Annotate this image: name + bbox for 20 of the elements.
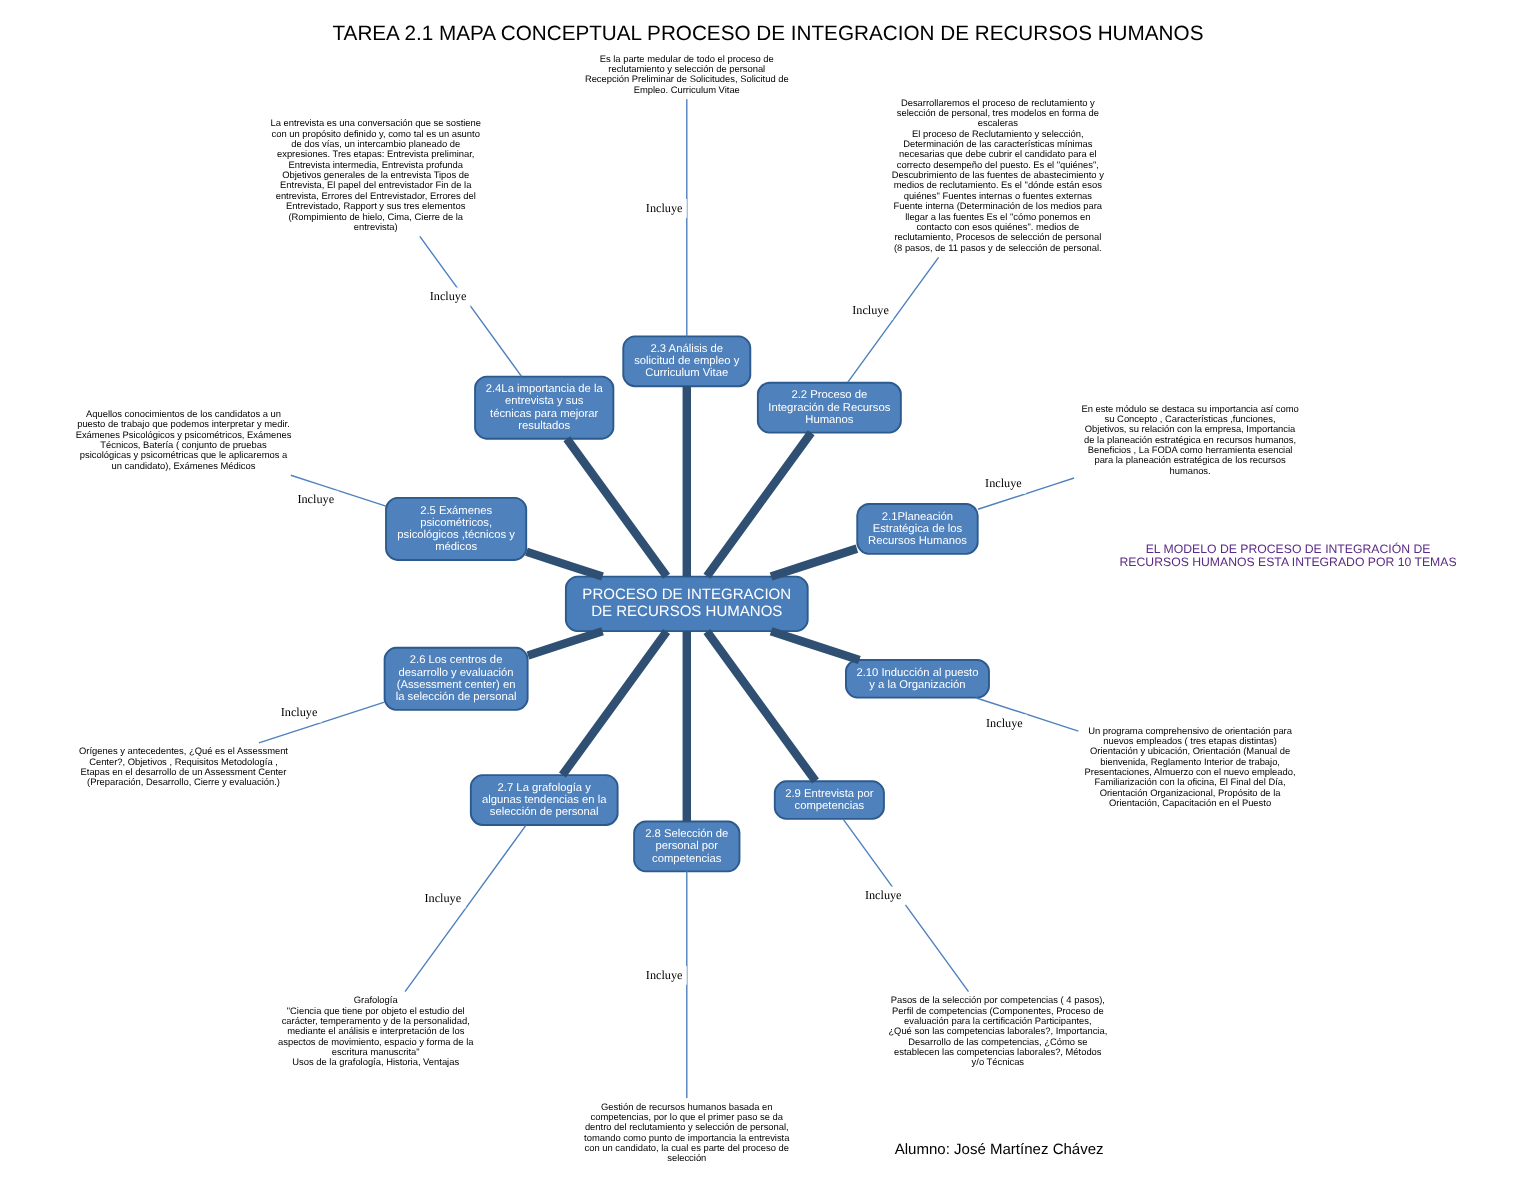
connector	[682, 631, 692, 822]
connector	[559, 629, 671, 778]
connector	[525, 547, 604, 581]
diagram-title: TAREA 2.1 MAPA CONCEPTUAL PROCESO DE INTEGRACION DE RECURSOS HUMANOS	[332, 24, 1204, 47]
connector	[769, 627, 861, 664]
connector	[526, 627, 604, 660]
connector	[686, 870, 688, 1099]
connector	[977, 477, 1075, 510]
label: Alumno: José Martínez Chávez	[894, 1140, 1104, 1159]
connector	[842, 818, 970, 993]
connector	[682, 386, 692, 577]
connector	[404, 824, 527, 993]
node-box: PROCESO DE INTEGRACION DE RECURSOS HUMANOS	[564, 575, 809, 633]
connector	[563, 436, 671, 579]
connector	[769, 544, 859, 581]
connector	[686, 98, 688, 338]
connector	[703, 430, 815, 579]
connector	[290, 474, 387, 507]
connector	[703, 629, 819, 784]
connector	[419, 235, 523, 378]
